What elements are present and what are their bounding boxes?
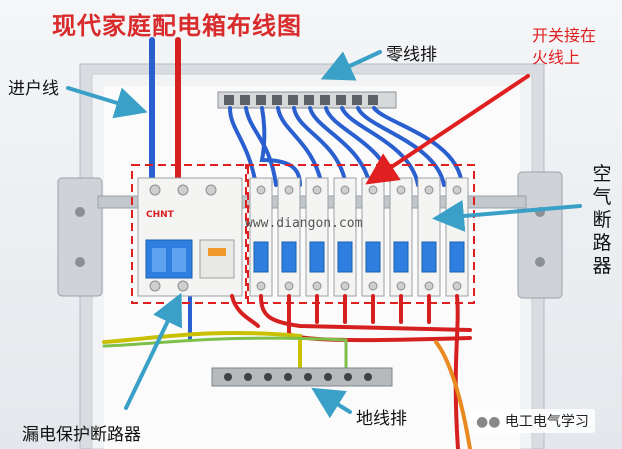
- ground-terminal-bar: [211, 367, 393, 387]
- right-bracket: [517, 171, 563, 299]
- left-bracket: [57, 177, 103, 297]
- air-circuit-breakers: [249, 177, 469, 297]
- rcd-breaker-label: 漏电保护断路器: [22, 425, 141, 445]
- ground-bar-arrow: [311, 387, 352, 419]
- air-breaker-arrow: [432, 200, 582, 232]
- rcd-brand-label: CHNT: [146, 210, 174, 220]
- page-title: 现代家庭配电箱布线图: [52, 12, 302, 40]
- neutral-bar-label: 零线排: [386, 45, 437, 65]
- rcd-breaker-arrow: [124, 292, 183, 410]
- wechat-watermark: ●● 电工电气学习: [470, 409, 595, 433]
- highlight-boxes: [131, 164, 475, 304]
- incoming-wires: [149, 37, 181, 188]
- air-breaker-label: 空气断路器: [592, 163, 612, 277]
- watermark-text: 电工电气学习: [504, 414, 589, 430]
- ground-wires: [102, 330, 472, 449]
- wechat-icon: ●●: [476, 414, 505, 430]
- pointer-arrows: [66, 50, 582, 419]
- switch-note-line2: 火线上: [532, 48, 581, 67]
- breakers: [137, 177, 469, 297]
- incoming-wire-arrow: [66, 86, 148, 119]
- site-url-watermark: www.diangon.com: [245, 216, 363, 231]
- switch-note-arrow: [365, 74, 530, 185]
- neutral-terminal-bar: [217, 91, 397, 109]
- neutral-bar-arrow: [320, 50, 382, 81]
- ground-bar-label: 地线排: [356, 409, 407, 429]
- switch-note-line1: 开关接在: [532, 26, 597, 45]
- incoming-wire-label: 进户线: [8, 79, 59, 99]
